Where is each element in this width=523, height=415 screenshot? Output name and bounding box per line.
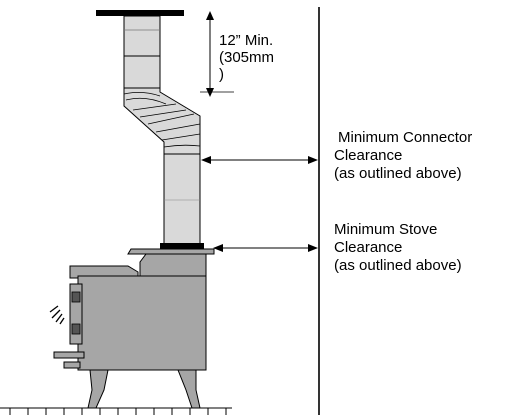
upper-pipe xyxy=(123,15,161,89)
stove-clearance-label-line3: (as outlined above) xyxy=(334,257,462,274)
connector-clearance-label-line1: Minimum Connector xyxy=(338,129,472,146)
hearth-pad xyxy=(0,407,232,415)
air-control-marks xyxy=(49,305,65,325)
pipe-offset-elbow xyxy=(123,87,201,155)
connector-clearance-dimension xyxy=(201,156,318,164)
lower-pipe xyxy=(163,153,201,245)
ceiling-plate xyxy=(96,10,184,16)
connector-clearance-label-line2: Clearance xyxy=(334,147,402,164)
stove-legs xyxy=(87,369,201,409)
stove-clearance-label-line1: Minimum Stove xyxy=(334,221,437,238)
stove-clearance-label-line2: Clearance xyxy=(334,239,402,256)
stove-body xyxy=(53,253,207,371)
connector-clearance-label-line3: (as outlined above) xyxy=(334,165,462,182)
top-clearance-label-line3: ) xyxy=(219,66,224,83)
stove-top-plate xyxy=(127,248,215,255)
top-clearance-label-line1: 12” Min. xyxy=(219,32,273,49)
flue-collar xyxy=(160,243,204,249)
stove-clearance-dimension xyxy=(213,244,318,252)
top-clearance-dimension xyxy=(200,11,234,97)
top-clearance-label-line2: (305mm xyxy=(219,49,274,66)
